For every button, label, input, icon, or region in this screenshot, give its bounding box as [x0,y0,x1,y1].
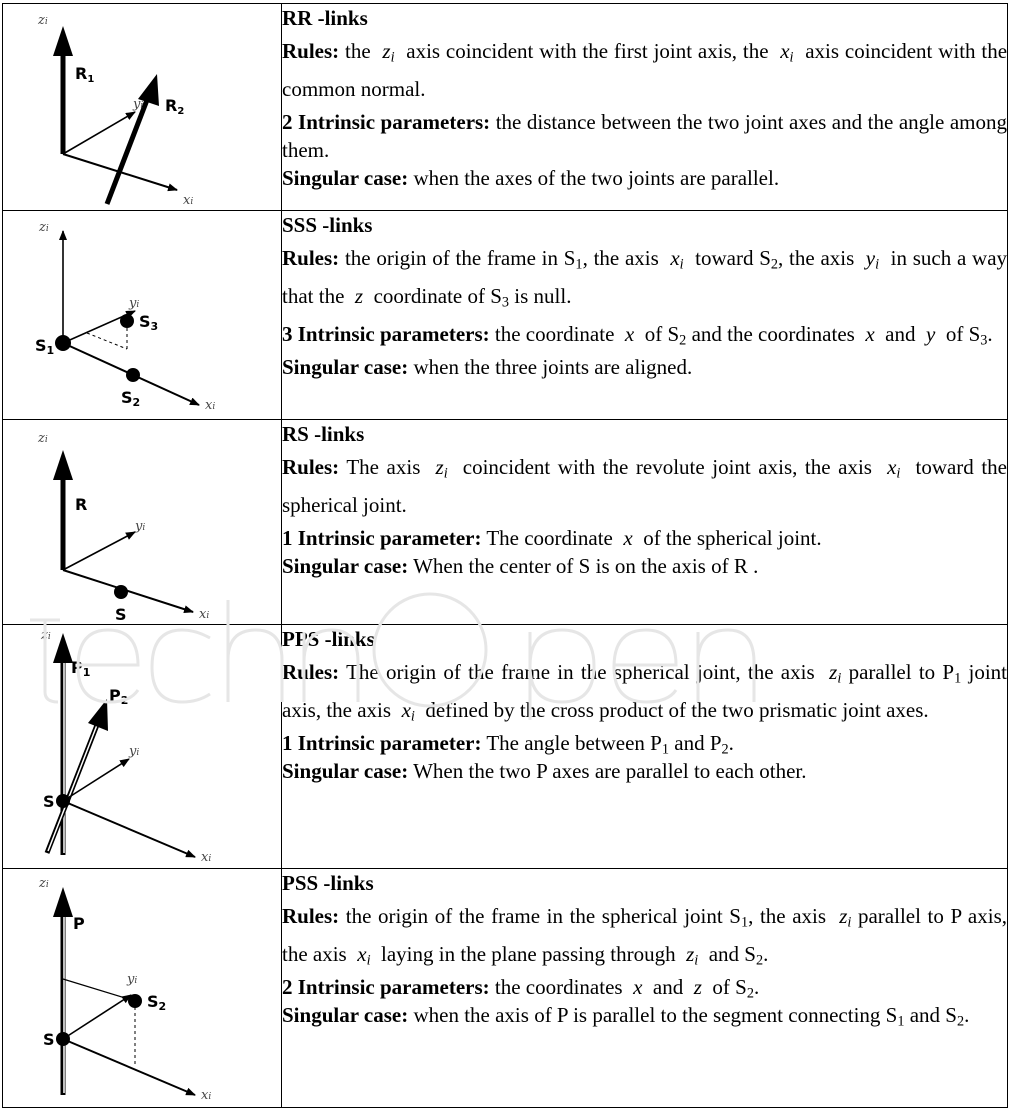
s-label: S [115,605,127,624]
rs-diagram: zi yi xi R S [37,431,209,624]
rr-diagram: zi yi xi R1 R2 [37,13,193,208]
row-title: RR -links [282,6,368,30]
s1-label: S [43,1030,55,1049]
x-axis-label: xi [205,398,215,413]
s1-joint [56,1032,70,1046]
rs-description: RS -links Rules: The axis zi coincident … [281,419,1008,625]
s2-joint [126,368,140,382]
p1-label: P1 [71,658,90,679]
pps-description: PPS -links Rules: The origin of the fram… [281,624,1008,869]
s2-label: S2 [121,388,140,409]
table-row: zi yi xi R1 R2 RR -links Rules: the zi a… [2,3,1008,211]
links-table: zi yi xi R1 R2 RR -links Rules: the zi a… [2,3,1008,1108]
y-axis-label: yi [134,519,145,534]
s2-label: S2 [147,992,166,1013]
p2-label: P2 [109,686,128,707]
s-joint [114,585,128,599]
r1-label: R1 [75,64,94,85]
z-axis-label: zi [40,628,51,643]
z-axis-label: zi [38,220,49,235]
row-title: RS -links [282,422,365,446]
s1-joint [55,335,71,351]
table-row: zi yi xi S1 S3 S2 SSS -links Rules: the … [2,210,1008,420]
table-row: zi yi xi P1 P2 S PPS -links Rules: The o… [2,624,1008,869]
row-title: PPS -links [282,627,375,651]
x-axis-label: xi [201,1088,211,1103]
z-axis-label: zi [38,876,49,891]
s1-label: S1 [35,336,54,357]
r2-axis-arrow [104,99,150,205]
s-label: S [43,792,55,811]
s-joint [56,794,70,808]
y-axis-label: yi [132,97,143,112]
rr-description: RR -links Rules: the zi axis coincident … [281,3,1008,211]
x-axis-label: xi [199,607,209,622]
pss-description: PSS -links Rules: the origin of the fram… [281,868,1008,1108]
figure-cell: zi yi xi R1 R2 [2,3,282,211]
sss-diagram: zi yi xi S1 S3 S2 [35,220,215,413]
row-title: PSS -links [282,871,374,895]
figure-cell: zi yi xi S1 S3 S2 [2,210,282,420]
figure-cell: zi yi xi P1 P2 S [2,624,282,869]
table-row: zi yi xi R S RS -links Rules: The axis z… [2,419,1008,625]
r2-label: R2 [165,96,184,117]
y-axis-label: yi [126,972,137,987]
sss-description: SSS -links Rules: the origin of the fram… [281,210,1008,420]
y-axis-label: yi [128,744,139,759]
y-axis-label: yi [128,296,139,311]
row-title: SSS -links [282,213,373,237]
x-axis-label: xi [183,193,193,208]
z-axis-label: zi [37,13,48,28]
pps-diagram: zi yi xi P1 P2 S [40,628,211,865]
s3-label: S3 [139,312,158,333]
r-label: R [75,495,87,514]
s3-joint [120,314,134,328]
z-axis-label: zi [37,431,48,446]
figure-cell: zi yi xi R S [2,419,282,625]
figure-cell: zi yi xi P S S2 [2,868,282,1108]
pss-diagram: zi yi xi P S S2 [38,876,211,1103]
s2-joint [128,994,142,1008]
x-axis-label: xi [201,850,211,865]
p-label: P [73,914,85,933]
table-row: zi yi xi P S S2 PSS -links Rules: the or… [2,868,1008,1108]
